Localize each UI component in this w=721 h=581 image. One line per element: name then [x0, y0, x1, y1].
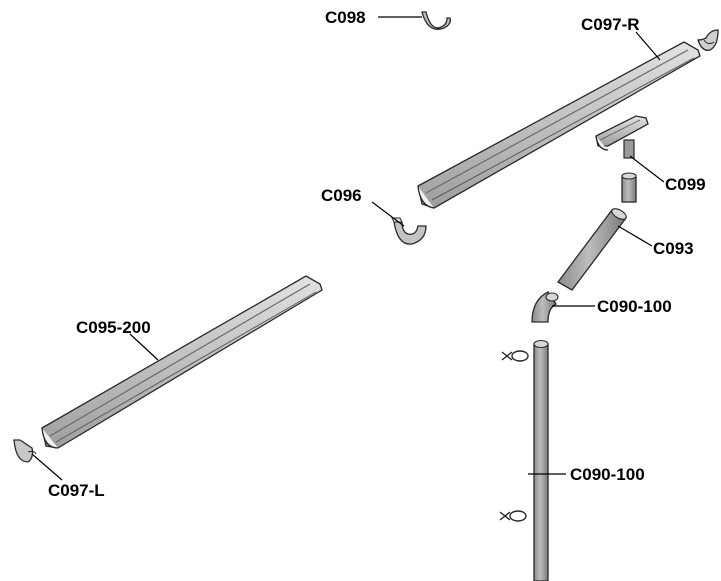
c093-offset-pipe	[557, 208, 627, 291]
c095-gutter	[41, 275, 323, 449]
c098-joint-bracket	[421, 11, 452, 30]
c099-leader	[629, 155, 665, 183]
c090-downpipe	[533, 339, 549, 581]
c098-label: C098	[325, 8, 366, 27]
c093-label: C093	[653, 239, 694, 258]
c097l-leader	[31, 453, 63, 481]
c096-end-cap	[391, 217, 427, 245]
c095-label: C095-200	[76, 318, 151, 337]
c090-elbow	[531, 291, 559, 323]
c097l-end-cap	[13, 439, 37, 463]
c097r-end-cap	[697, 29, 719, 51]
c099-label: C099	[665, 175, 706, 194]
c093-leader	[617, 225, 653, 247]
pipe-clip-icon	[501, 350, 529, 362]
c097r-leader	[635, 31, 661, 61]
c099-gutter-outlet	[595, 115, 649, 159]
pipe-clip-icon	[499, 510, 527, 522]
c097r-label: C097-R	[581, 15, 640, 34]
c097l-label: C097-L	[48, 481, 105, 500]
c096-label: C096	[321, 186, 362, 205]
upper-gutter	[417, 41, 701, 209]
c095-leader	[129, 333, 159, 361]
c090-pipe-label: C090-100	[570, 465, 645, 484]
c090-elbow-label: C090-100	[597, 297, 672, 316]
c096-leader	[371, 201, 405, 227]
c093-short-pipe	[621, 172, 637, 203]
